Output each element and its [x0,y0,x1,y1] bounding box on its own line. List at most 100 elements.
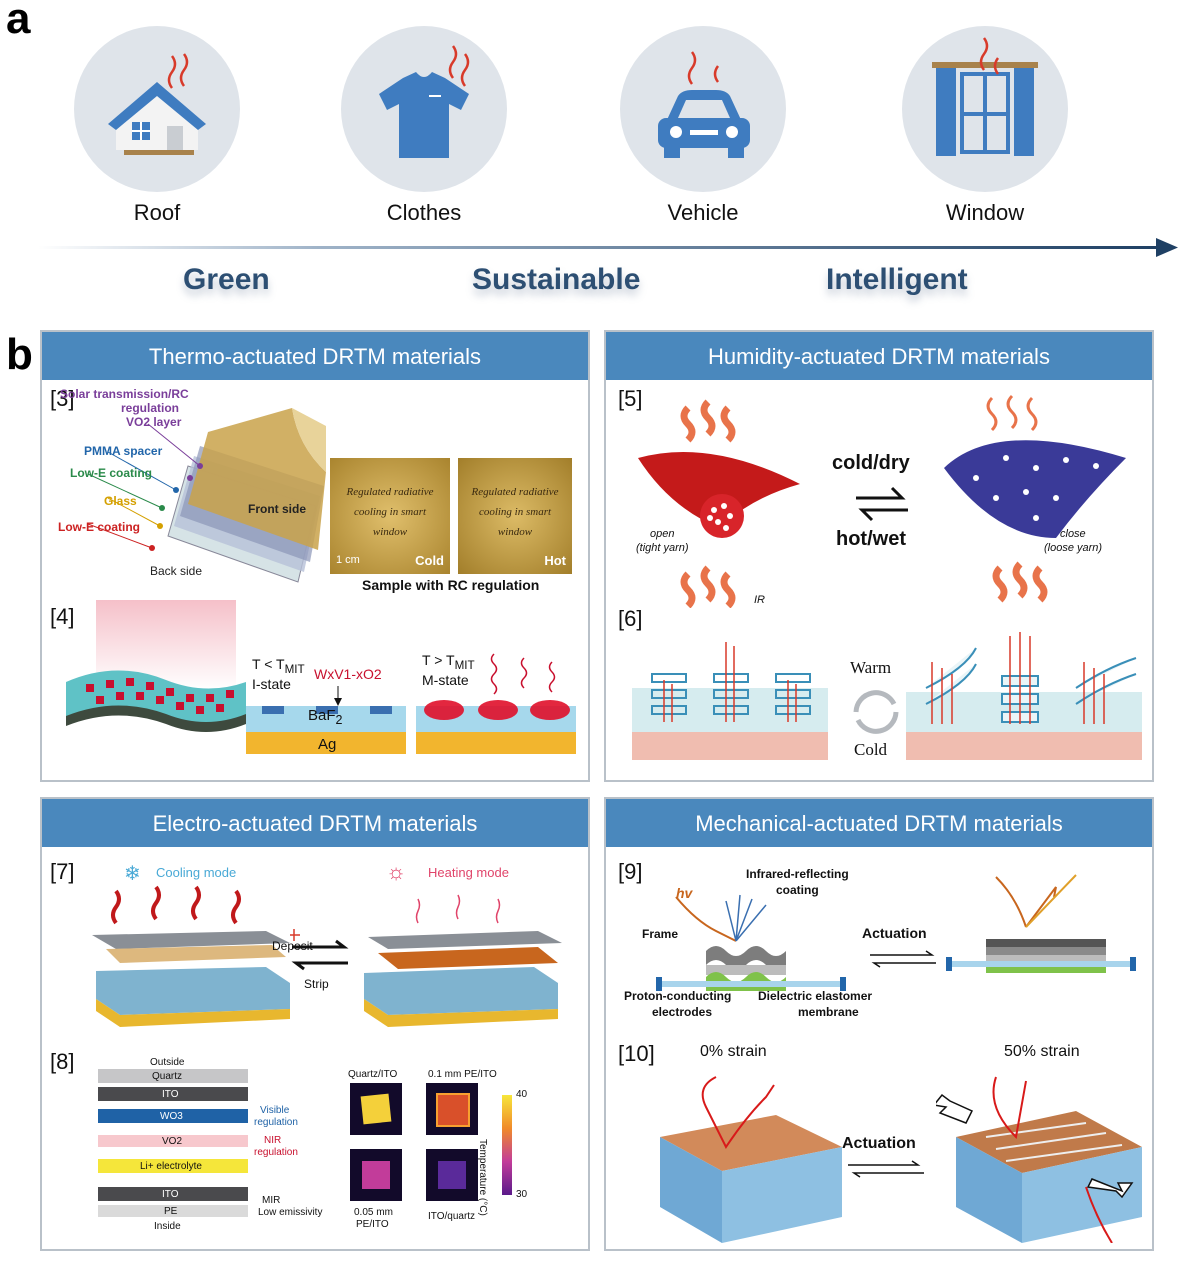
close-yarn-diagram [944,394,1126,603]
actuation-arrows-bottom [848,1160,924,1178]
t-low-text: T < T [252,656,285,672]
ref-10: [10] [618,1041,655,1066]
proton-label-2: electrodes [652,1005,713,1019]
ref-5: [5] [618,386,643,411]
thermal-label-1: Quartz/ITO [348,1069,398,1080]
unactuated-device-diagram [656,894,846,991]
warm-label: Warm [850,658,892,677]
panel-a-letter: a [6,0,31,43]
humidity-title: Humidity-actuated DRTM materials [606,332,1152,380]
close-label: close [1060,528,1086,540]
vehicle-circle [620,26,786,192]
window-circle [902,26,1068,192]
window-label: Window [945,200,1025,225]
t-low-label: T < TMIT [252,656,305,676]
frame-label: Frame [642,927,679,941]
nir-reg-1: NIR [264,1135,282,1146]
layer-label-vo2: VO2 layer [126,415,182,429]
layer-label-glass: Glass [104,494,137,508]
stack-wo3-layer [98,1109,248,1123]
visible-reg-2: regulation [254,1117,298,1128]
stack-ito2-layer [98,1187,248,1201]
stack-electrolyte: Li+ electrolyte [140,1161,202,1172]
snowflake-icon: ❄ [124,863,141,885]
open-yarn-diagram [638,399,800,608]
thermal-image-4 [426,1149,478,1201]
ir-coating-1: Infrared-reflecting [746,867,849,881]
thermal-image-3 [350,1149,402,1201]
dielectric-label-2: membrane [798,1005,859,1019]
layer-label-lowe1: Low-E coating [70,466,152,480]
equilibrium-arrows-icon [856,486,908,522]
cold-dry-label: cold/dry [832,452,910,474]
sample-caption: Sample with RC regulation [362,577,540,593]
t-high-label: T > TMIT [422,652,475,672]
ir-label: IR [754,594,765,606]
metasurface-diagram [66,600,246,732]
stack-ito2: ITO [162,1189,179,1200]
electro-title: Electro-actuated DRTM materials [42,799,588,847]
actuated-device-diagram [946,874,1136,973]
strained-film-diagram [936,1076,1142,1243]
metasurface-pixels [86,678,234,714]
cold-sample-photo: Regulated radiative cooling in smart win… [330,458,450,574]
layer-label-lowe2: Low-E coating [58,520,140,534]
ir-coating-2: coating [776,883,819,897]
layer-label-2: regulation [121,401,180,415]
opened-textile-diagram [906,632,1142,760]
mechanical-title: Mechanical-actuated DRTM materials [606,799,1152,847]
ref-8: [8] [50,1049,75,1074]
cooling-mode-label: Cooling mode [156,865,237,880]
t-low-sub: MIT [284,662,305,676]
sun-icon: ☼ [386,859,407,884]
progress-arrow [38,238,1178,257]
cooling-device-diagram [92,885,290,1027]
proton-label-1: Proton-conducting [624,989,732,1003]
strip-label: Strip [304,977,329,991]
thermo-box: Thermo-actuated DRTM materials [3] Solar… [40,330,590,782]
thermal-image-1 [350,1083,402,1135]
actuation-label-top: Actuation [862,925,927,941]
open-label: open [650,528,675,540]
baf2-label: BaF2 [308,707,342,727]
electro-box: Electro-actuated DRTM materials [7] ❄ Co… [40,797,590,1251]
i-state-label: I-state [252,676,291,692]
window-icon [932,37,1038,156]
i-state-stack [246,686,406,754]
stack-vo2-layer [98,1135,248,1147]
stack-vo2: VO2 [162,1136,183,1147]
clothes-circle [341,26,507,192]
scale-bar-label: 1 cm [336,554,360,566]
heating-mode-label: Heating mode [428,865,509,880]
m-state-stack [416,653,576,754]
clothes-label: Clothes [386,200,462,225]
cold-label: Cold [415,553,444,568]
cold-sample-text: Regulated radiative cooling in smart win… [346,486,434,538]
cbar-max: 40 [516,1089,528,1100]
theme-green: Green [183,263,270,296]
formula-label: WxV1-xO2 [314,666,382,682]
dielectric-label-1: Dielectric elastomer [758,989,873,1003]
panel-b-letter: b [6,330,33,379]
back-side-label: Back side [150,564,203,578]
actuation-arrows-top [870,950,936,968]
deposit-strip-arrows [290,929,349,971]
baf2-sub: 2 [335,713,343,727]
cbar-label: Temperature (°C) [477,1139,488,1216]
ag-label: Ag [318,736,337,753]
hot-sample-photo: Regulated radiative cooling in smart win… [458,458,572,574]
hv-label: hv [676,885,693,901]
thermal-label-3b: PE/ITO [356,1219,389,1230]
hot-label: Hot [544,553,566,568]
stack-quartz-layer [98,1069,248,1083]
ref-3: [3] [50,386,75,411]
theme-intelligent: Intelligent [826,263,968,296]
nir-reg-2: regulation [254,1147,298,1158]
stack-ito1-layer [98,1087,248,1101]
stack-quartz: Quartz [152,1071,183,1082]
temperature-colorbar [502,1095,512,1195]
layer-label-1: Solar transmission/RC [60,387,189,401]
thermal-label-3a: 0.05 mm [354,1207,393,1218]
stack-inside: Inside [154,1221,181,1232]
mir-1: MIR [262,1195,281,1206]
